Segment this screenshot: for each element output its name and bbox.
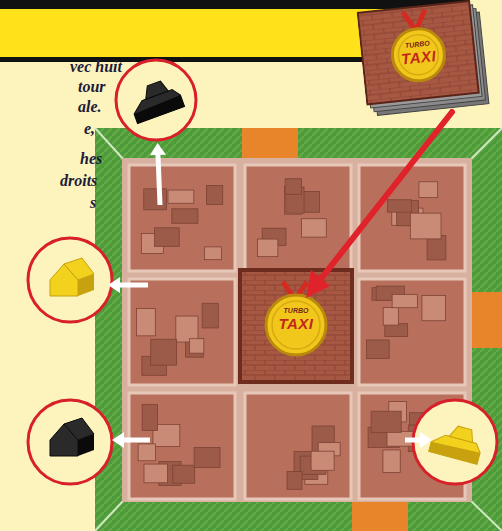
building [301,219,326,237]
highlight-circle [116,60,196,140]
building [189,339,203,353]
city-tile [129,279,235,385]
medal-text: TURBO [266,307,326,315]
house-piece [50,418,94,456]
move-arrowhead [112,432,124,448]
building [144,189,167,210]
city-tile [359,279,465,385]
move-arrow [120,283,148,288]
building [151,339,177,365]
card-stack: TURBOTAXI [356,0,495,122]
building [202,303,218,328]
building [155,228,180,247]
building [138,444,155,461]
game-board [95,128,502,531]
building [136,309,155,336]
building [371,411,401,432]
medal-text: TAXI [266,316,326,332]
building [168,190,194,203]
building [142,404,157,430]
move-arrow [124,438,150,443]
building [144,464,168,483]
building [383,307,398,325]
building [419,182,438,198]
highlight-circle [28,400,112,484]
building [422,295,446,320]
move-arrow [158,155,160,205]
building [367,340,390,359]
building [410,213,441,239]
building [176,316,198,342]
city-tile [245,393,351,499]
house-piece [50,258,94,296]
building [392,294,417,307]
building [385,324,408,337]
building [311,451,334,470]
medal-card [240,270,352,382]
building [387,200,411,212]
building [383,450,400,473]
building [287,471,302,489]
building [285,179,301,195]
city-tile [129,393,235,499]
city-tile [129,165,235,271]
move-arrowhead [108,277,120,293]
building [194,447,220,467]
move-arrowhead [420,432,432,448]
move-arrowhead [150,143,166,155]
taxi-piece [429,420,486,464]
rules-text: hes [80,150,102,168]
highlight-circle [28,238,112,322]
city-tile [245,165,351,271]
city-tile [359,165,465,271]
building [204,247,221,260]
highlight-circle [413,400,497,484]
building [258,239,278,257]
rules-text: tour [78,78,106,96]
rules-text: vec huit [70,58,122,76]
taxi-piece [127,76,185,123]
building [172,209,198,224]
building [173,465,195,483]
move-arrow [405,438,420,443]
rules-text: ale. [78,98,102,116]
building [207,185,223,204]
rules-text: s [90,194,96,212]
rules-text: e, [84,120,95,138]
rules-text: droits [60,172,97,190]
